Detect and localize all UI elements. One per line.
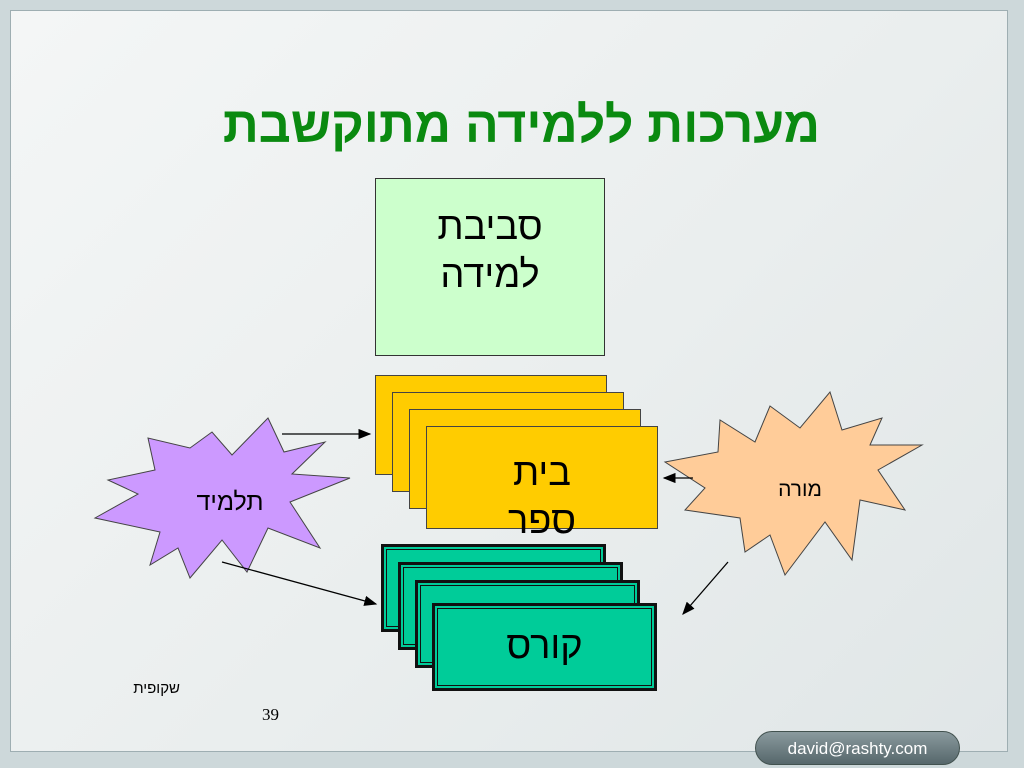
learning-environment-line2: למידה bbox=[440, 254, 540, 296]
course-card-front: קורס bbox=[432, 603, 657, 691]
learning-environment-box: סביבת למידה bbox=[375, 178, 605, 356]
teacher-starburst bbox=[663, 390, 924, 577]
student-label: תלמיד bbox=[196, 488, 264, 516]
teacher-label: מורה bbox=[778, 478, 822, 501]
slide-number: 39 bbox=[262, 705, 279, 724]
school-label-line1: בית bbox=[512, 452, 572, 494]
school-label-line2: ספר bbox=[507, 500, 577, 542]
slide-label: שקופית bbox=[133, 680, 180, 697]
slide-title: מערכות ללמידה מתוקשבת bbox=[222, 97, 820, 153]
arrow-teacher-to-course bbox=[682, 561, 729, 615]
arrow-student-to-course bbox=[221, 561, 378, 606]
author-email-badge: david@rashty.com bbox=[755, 731, 960, 765]
student-starburst bbox=[93, 417, 351, 579]
course-label: קורס bbox=[506, 625, 583, 667]
learning-environment-line1: סביבת bbox=[437, 206, 543, 248]
school-card-front: בית ספר bbox=[426, 426, 658, 542]
